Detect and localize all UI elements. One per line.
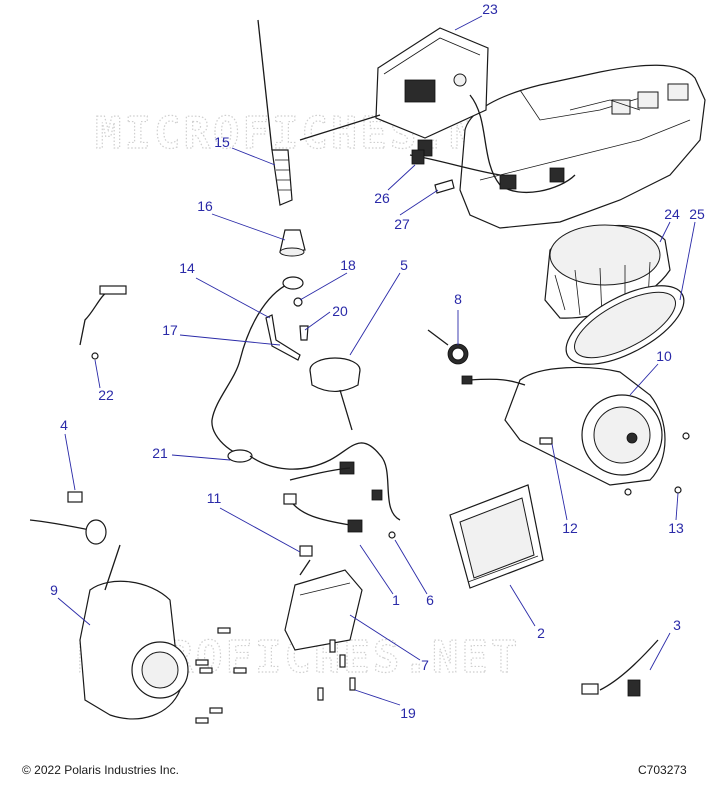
tweeter-5-part [309,357,361,431]
diagram-code: C703273 [638,763,687,777]
callout-21: 21 [152,445,168,461]
callout-9: 9 [50,582,58,598]
screw-12-part [539,437,553,445]
callout-1: 1 [392,592,400,608]
screws-left-part [195,627,247,724]
callout-8: 8 [454,291,462,307]
wiring-harness-21-part [227,442,401,533]
callout-7: 7 [421,657,429,673]
speaker-gasket-25-part [565,285,685,365]
copyright-notice: © 2022 Polaris Industries Inc. [22,763,179,777]
screw-19-part [317,639,356,701]
harness-22-part [79,285,127,360]
antenna-cable-14-part [211,276,304,457]
callout-3: 3 [673,617,681,633]
speaker-enclosure-10-part [461,366,666,486]
callout-27: 27 [394,216,410,232]
callout-14: 14 [179,260,195,276]
mount-bracket-17-part [265,314,301,361]
callout-23: 23 [482,1,498,17]
screw-27-part [434,179,455,194]
callout-11: 11 [207,490,222,506]
callout-26: 26 [374,190,390,206]
antenna-mast-part [257,19,293,206]
callout-13: 13 [668,520,684,536]
connector-26-part [411,149,425,165]
audio-mount-tray-part [299,27,706,229]
callout-24: 24 [664,206,680,222]
callout-16: 16 [197,198,213,214]
antenna-base-part [279,229,306,257]
bolt-20-part [299,325,309,341]
callout-6: 6 [426,592,434,608]
callout-5: 5 [400,257,408,273]
screw-6-part [388,531,396,539]
display-unit-2-part [449,484,544,589]
callout-12: 12 [562,520,578,536]
callout-10: 10 [656,348,672,364]
callout-17: 17 [162,322,178,338]
speaker-enclosure-9-part [79,544,189,720]
callout-25: 25 [689,206,705,222]
connector-11-part [299,545,313,557]
callout-4: 4 [60,417,68,433]
callout-labels: 1 2 3 4 5 6 7 8 9 10 11 12 13 14 15 16 1… [50,1,705,721]
amplifier-7-part [284,559,363,651]
leader-lines [57,15,696,706]
callout-18: 18 [340,257,356,273]
switch-8-part [427,329,469,365]
harness-3-part [581,639,659,697]
screw-13-part [624,432,690,496]
callout-20: 20 [332,303,348,319]
grommet-4-part [29,491,107,545]
callout-15: 15 [214,134,230,150]
callout-2: 2 [537,625,545,641]
callout-19: 19 [400,705,416,721]
callout-22: 22 [98,387,114,403]
